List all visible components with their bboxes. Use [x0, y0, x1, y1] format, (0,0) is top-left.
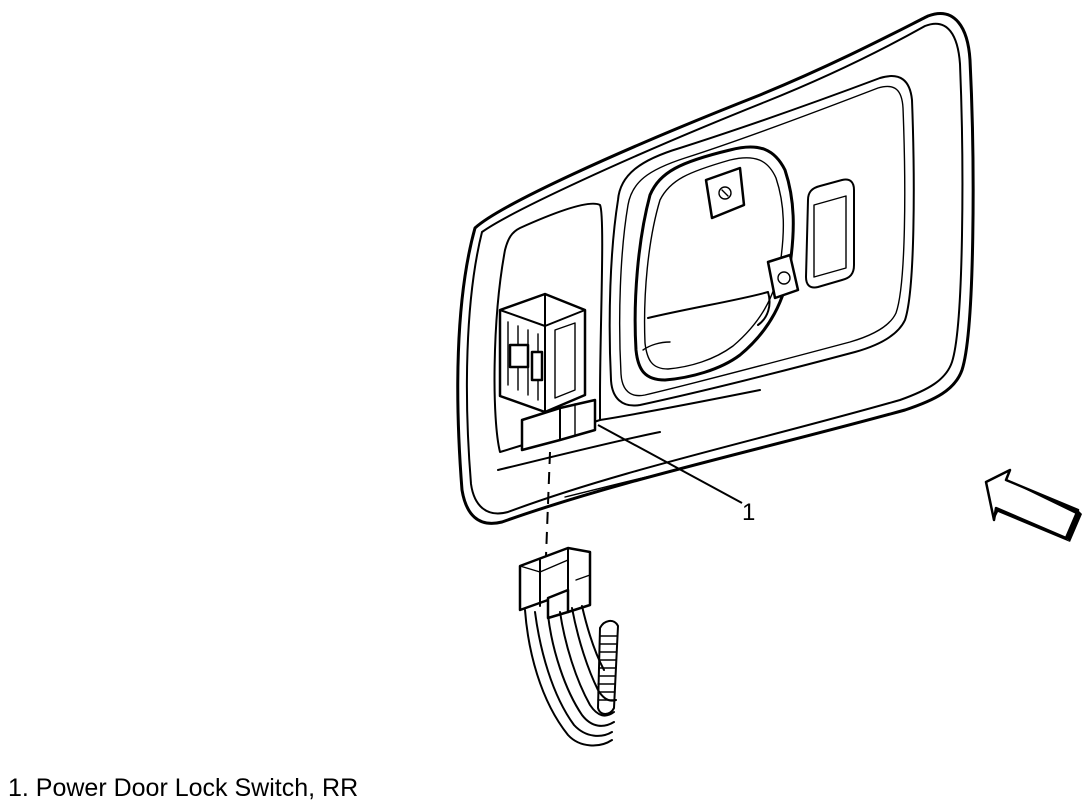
handle-housing — [608, 75, 915, 407]
callout-1-label: 1 — [742, 499, 755, 526]
legend-item-power-door-lock-switch: 1. Power Door Lock Switch, RR — [8, 774, 359, 802]
callout-leader-line — [597, 424, 743, 504]
wire-harness — [524, 605, 619, 747]
inside-handle-opening — [633, 145, 800, 382]
lock-button-well — [805, 178, 855, 289]
alignment-dashed-line — [545, 451, 551, 557]
view-direction-arrow-icon — [984, 468, 1082, 542]
power-door-lock-switch — [498, 292, 597, 452]
legend-list: 1. Power Door Lock Switch, RR — [8, 774, 358, 803]
harness-connector — [518, 546, 592, 620]
